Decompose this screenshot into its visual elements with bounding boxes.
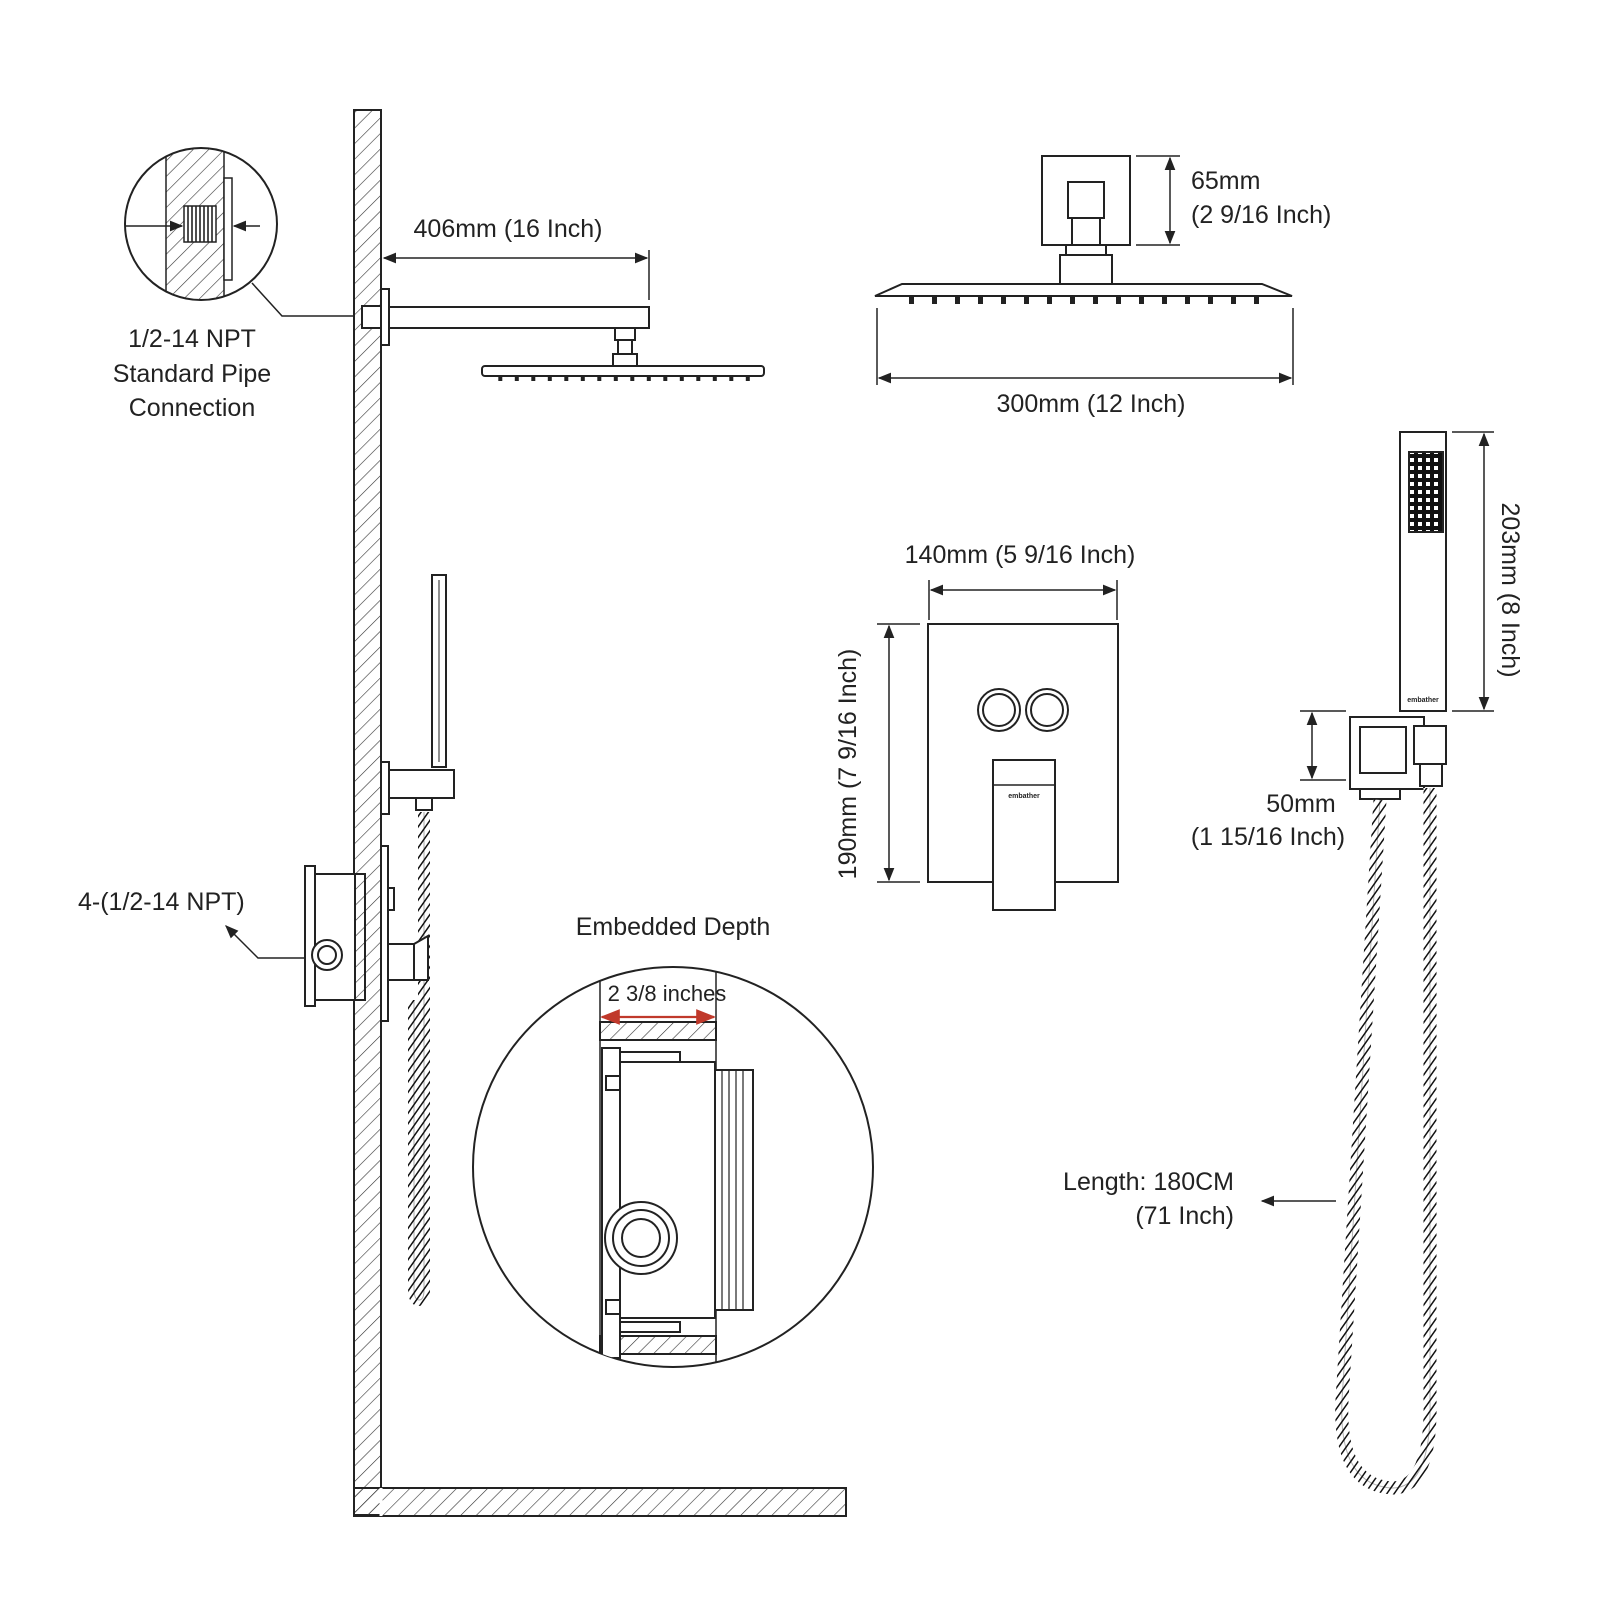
nozzle-mark (514, 376, 519, 381)
nozzle-mark (646, 376, 651, 381)
nozzle-mark (1254, 296, 1259, 304)
hose-length-callout: Length: 180CM (71 Inch) (1063, 1168, 1336, 1230)
npt-label-line3: Connection (129, 394, 255, 422)
hose-front-view (1335, 788, 1437, 1495)
nozzle-mark (696, 376, 701, 381)
nozzle-mark (955, 296, 960, 304)
shower-arm (361, 288, 765, 377)
embedded-depth-title: Embedded Depth (576, 913, 771, 941)
arm-length-dimension: 406mm (16 Inch) (382, 215, 650, 300)
nozzle-mark (978, 296, 983, 304)
nozzle-mark (498, 376, 503, 381)
nozzle-mark (1001, 296, 1006, 304)
head-height-label-line2: (2 9/16 Inch) (1191, 201, 1331, 229)
rain-head-front-view (874, 155, 1293, 297)
nozzle-mark (531, 376, 536, 381)
nozzle-mark (1162, 296, 1167, 304)
hose-side-view (408, 812, 430, 1307)
nozzle-mark (1231, 296, 1236, 304)
handheld-length-dimension: 203mm (8 Inch) (1452, 431, 1524, 712)
nozzle-mark (1047, 296, 1052, 304)
trim-width-label: 140mm (5 9/16 Inch) (905, 541, 1136, 569)
nozzle-mark (909, 296, 914, 304)
embedded-depth-detail: Embedded Depth 2 3/8 inches (472, 913, 874, 1368)
npt-label-line1: 1/2-14 NPT (128, 325, 256, 353)
nozzle-mark (1185, 296, 1190, 304)
bracket-dimension: 50mm (1 15/16 Inch) (1191, 710, 1346, 851)
head-width-label: 300mm (12 Inch) (997, 390, 1186, 418)
nozzle-mark (564, 376, 569, 381)
valve-ports-label: 4-(1/2-14 NPT) (78, 888, 245, 916)
trim-brand-mark: embather (1008, 793, 1040, 800)
nozzle-mark (679, 376, 684, 381)
handheld-length-label: 203mm (8 Inch) (1496, 502, 1524, 677)
nozzle-mark (613, 376, 618, 381)
trim-height-dimension: 190mm (7 9/16 Inch) (834, 623, 920, 883)
nozzle-mark (1024, 296, 1029, 304)
valve-ports-callout: 4-(1/2-14 NPT) (78, 888, 304, 959)
handheld-front-view (1349, 431, 1447, 800)
hose-length-label-line1: Length: 180CM (1063, 1168, 1234, 1196)
npt-detail-circle: 1/2-14 NPT Standard Pipe Connection (113, 147, 354, 422)
nozzle-mark (1139, 296, 1144, 304)
nozzle-mark (1116, 296, 1121, 304)
handheld-side-view (380, 574, 455, 815)
rain-head-side-nozzles (498, 376, 750, 381)
nozzle-mark (1093, 296, 1098, 304)
trim-width-dimension: 140mm (5 9/16 Inch) (905, 541, 1136, 620)
rain-head-front-nozzles (909, 296, 1259, 304)
head-width-dimension: 300mm (12 Inch) (876, 308, 1294, 418)
nozzle-mark (1208, 296, 1213, 304)
nozzle-mark (663, 376, 668, 381)
nozzle-mark (547, 376, 552, 381)
head-height-label-line1: 65mm (1191, 167, 1260, 195)
hose-length-label-line2: (71 Inch) (1135, 1202, 1234, 1230)
embedded-depth-value: 2 3/8 inches (608, 981, 727, 1006)
arm-length-label: 406mm (16 Inch) (414, 215, 603, 243)
npt-label-line2: Standard Pipe (113, 360, 271, 388)
trim-height-label: 190mm (7 9/16 Inch) (834, 649, 862, 880)
nozzle-mark (597, 376, 602, 381)
wall-section (353, 109, 847, 1517)
nozzle-mark (1070, 296, 1075, 304)
nozzle-mark (580, 376, 585, 381)
valve-body-side (304, 845, 429, 1022)
nozzle-mark (630, 376, 635, 381)
trim-plate-front-view (927, 623, 1119, 911)
handheld-brand-mark: embather (1407, 697, 1439, 704)
nozzle-mark (745, 376, 750, 381)
head-height-dimension: 65mm (2 9/16 Inch) (1136, 155, 1331, 246)
nozzle-mark (712, 376, 717, 381)
bracket-label-line2: (1 15/16 Inch) (1191, 823, 1345, 851)
nozzle-mark (932, 296, 937, 304)
nozzle-mark (729, 376, 734, 381)
bracket-label-line1: 50mm (1266, 790, 1335, 818)
